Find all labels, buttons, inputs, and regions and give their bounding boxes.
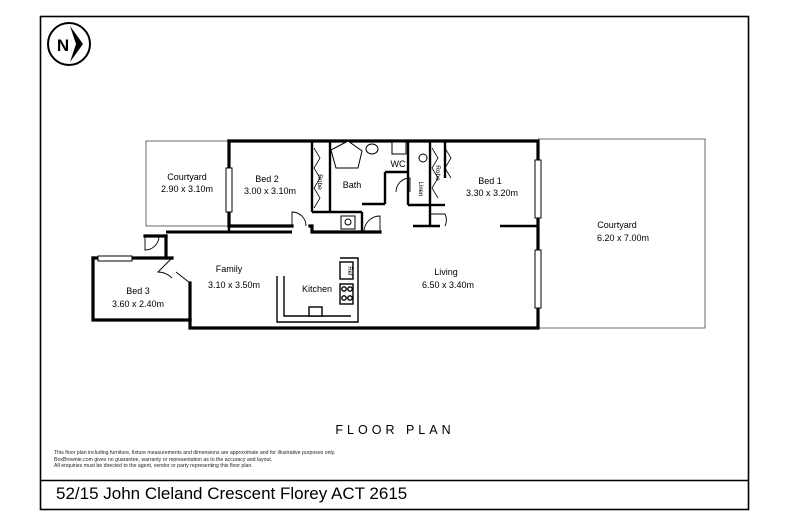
courtyard-right-outline — [538, 138, 706, 329]
spa-bath-icon — [330, 140, 363, 169]
bed1-size: 3.30 x 3.20m — [466, 188, 518, 198]
sink-outline — [308, 306, 323, 317]
toilet-icon — [418, 153, 428, 163]
bed3-label: Bed 3 — [126, 286, 150, 296]
disclaimer-line: This floor plan including furniture, fix… — [54, 450, 336, 456]
robe-bed2-label: Robe — [316, 174, 323, 190]
courtyard-right-size: 6.20 x 7.00m — [597, 233, 649, 243]
room-labels: Courtyard 2.90 x 3.10m Bed 2 3.00 x 3.10… — [112, 159, 649, 309]
kitchen-label: Kitchen — [302, 284, 332, 294]
living-label: Living — [434, 267, 458, 277]
fridge-outline — [339, 261, 354, 280]
bathroom-fixtures — [330, 140, 428, 230]
basin-icon — [365, 143, 379, 155]
outer-frame — [39, 15, 750, 511]
courtyard-left-label: Courtyard — [167, 172, 207, 182]
wc-cistern-icon — [391, 141, 407, 155]
bed2-label: Bed 2 — [255, 174, 279, 184]
property-address: 52/15 John Cleland Crescent Florey ACT 2… — [56, 484, 408, 503]
linen-label: Linen — [417, 182, 423, 197]
wc-label: WC — [391, 159, 406, 169]
bed2-size: 3.00 x 3.10m — [244, 186, 296, 196]
robe-doors — [313, 147, 452, 209]
robe-bed1-label: Robe — [434, 165, 441, 181]
family-size: 3.10 x 3.50m — [208, 280, 260, 290]
disclaimer: This floor plan including furniture, fix… — [54, 450, 614, 470]
bed3-size: 3.60 x 2.40m — [112, 299, 164, 309]
living-size: 6.50 x 3.40m — [422, 280, 474, 290]
bath-label: Bath — [343, 180, 362, 190]
floor-plan-title: FLOOR PLAN — [335, 423, 455, 437]
ref-label: Ref — [346, 266, 352, 276]
doors — [144, 177, 447, 284]
compass-letter: N — [57, 36, 69, 55]
disclaimer-line: All enquiries must be directed to the ag… — [54, 463, 253, 470]
family-label: Family — [216, 264, 243, 274]
courtyard-right-label: Courtyard — [597, 220, 637, 230]
north-compass-icon: N — [47, 22, 91, 66]
windows — [97, 159, 542, 309]
cooktop-outline — [339, 283, 354, 305]
disclaimer-line: BoxBrownie.com gives no guarantee, warra… — [54, 456, 273, 463]
bed1-label: Bed 1 — [478, 176, 502, 186]
interior-walls — [227, 141, 538, 232]
courtyard-left-size: 2.90 x 3.10m — [161, 184, 213, 194]
kitchen-bench — [276, 257, 359, 323]
